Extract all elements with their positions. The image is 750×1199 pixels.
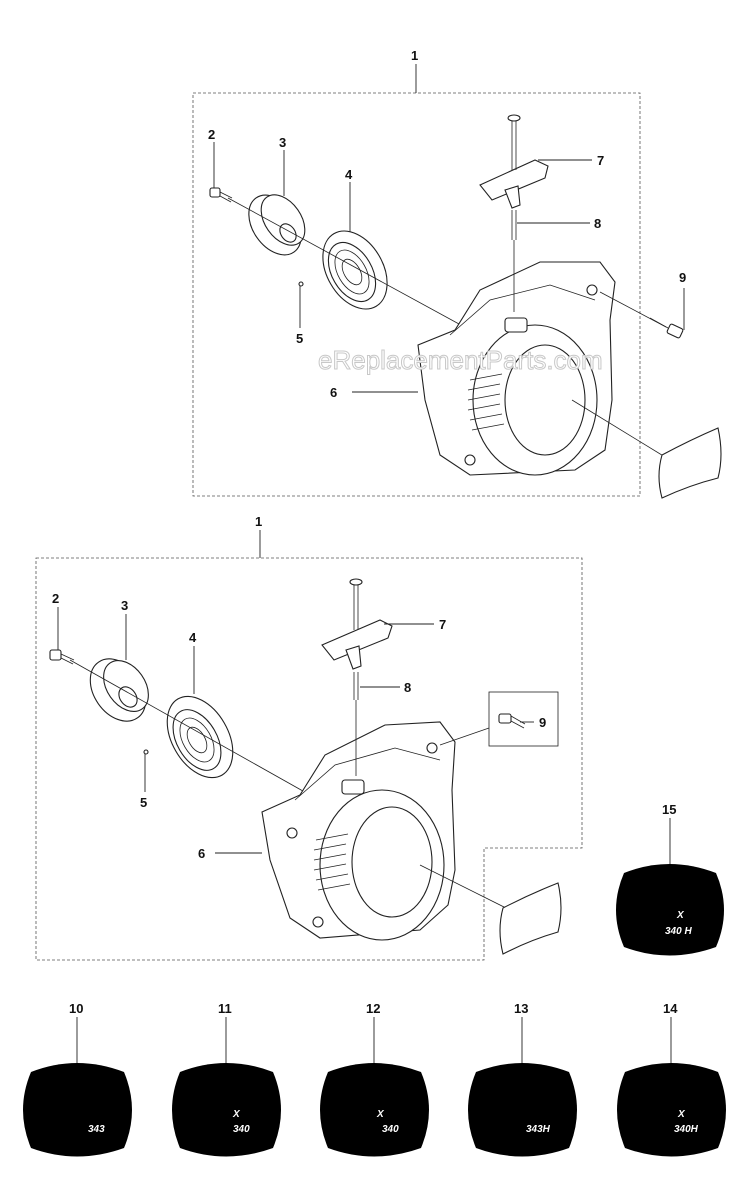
bottom-assembly: 1 2 3 4 5 <box>35 514 583 961</box>
decal-12-model: 340 <box>382 1124 399 1135</box>
rope-part-8 <box>511 210 517 312</box>
decal-15-model: 340 H <box>665 926 692 937</box>
decal-11-model: 340 <box>233 1124 250 1135</box>
screw-part-2 <box>209 187 233 203</box>
callout-top-9: 9 <box>679 270 686 285</box>
decal-11: 11 X 340 <box>172 1001 281 1157</box>
cover-decal-bottom <box>499 882 562 955</box>
top-assembly: 1 2 3 4 5 <box>192 48 722 499</box>
callout-bottom-2: 2 <box>52 591 59 606</box>
callout-bottom-1: 1 <box>255 514 262 529</box>
decal-13-model: 343H <box>526 1124 551 1135</box>
pulley-part-3 <box>248 194 306 256</box>
decal-11-brand: X <box>232 1109 241 1120</box>
callout-top-4: 4 <box>345 167 353 182</box>
handle-part-7-b <box>321 578 393 670</box>
callout-bottom-5: 5 <box>140 795 147 810</box>
cover-decal-top <box>658 427 722 499</box>
screw-part-9-b <box>498 713 526 729</box>
callout-11: 11 <box>218 1001 232 1016</box>
callout-top-6: 6 <box>330 385 337 400</box>
screw-part-2-b <box>49 649 75 665</box>
decal-15-brand: X <box>676 910 685 921</box>
decal-10-model: 343 <box>88 1124 105 1135</box>
screw-part-9 <box>599 291 684 339</box>
decal-12-brand: X <box>376 1109 385 1120</box>
decal-14-model: 340H <box>674 1124 699 1135</box>
handle-part-7 <box>479 114 549 209</box>
callout-14: 14 <box>663 1001 678 1016</box>
pulley-part-3-b <box>89 658 149 722</box>
rope-part-8-b <box>353 672 359 776</box>
callout-bottom-8: 8 <box>404 680 411 695</box>
callout-bottom-3: 3 <box>121 598 128 613</box>
decal-12: 12 X 340 <box>320 1001 429 1157</box>
decal-13: 13 343H <box>468 1001 577 1157</box>
spring-part-4 <box>322 230 388 310</box>
spring-part-4-b <box>166 695 234 779</box>
callout-top-8: 8 <box>594 216 601 231</box>
callout-10: 10 <box>69 1001 83 1016</box>
screw-inset-box <box>488 691 559 747</box>
callout-bottom-9: 9 <box>539 715 546 730</box>
callout-15: 15 <box>662 802 676 817</box>
decal-15: 15 X 340 H <box>616 802 724 956</box>
decal-14: 14 X 340H <box>617 1001 726 1157</box>
watermark: eReplacementParts.com <box>318 345 603 375</box>
callout-top-2: 2 <box>208 127 215 142</box>
bottom-assembly-frame <box>35 557 583 961</box>
callout-top-7: 7 <box>597 153 604 168</box>
decal-10: 10 343 <box>23 1001 132 1157</box>
callout-top-3: 3 <box>279 135 286 150</box>
callout-bottom-6: 6 <box>198 846 205 861</box>
callout-top-5: 5 <box>296 331 303 346</box>
callout-bottom-7: 7 <box>439 617 446 632</box>
callout-12: 12 <box>366 1001 380 1016</box>
decal-14-brand: X <box>677 1109 686 1120</box>
cover-part-6-b <box>261 721 456 941</box>
callout-bottom-4: 4 <box>189 630 197 645</box>
cover-part-6 <box>417 261 616 476</box>
callout-13: 13 <box>514 1001 528 1016</box>
callout-top-1: 1 <box>411 48 418 63</box>
